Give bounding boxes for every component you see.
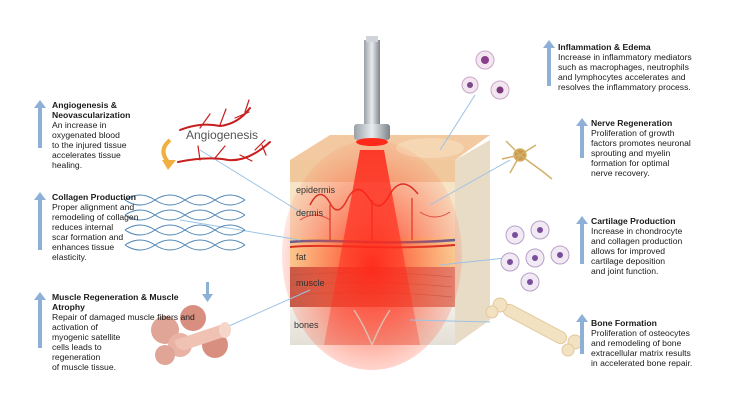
block-nerve: Nerve Regeneration Proliferation of grow… — [591, 118, 741, 178]
block-title: Collagen Production — [52, 192, 137, 202]
block-title: Nerve Regeneration — [591, 118, 673, 128]
block-title: Muscle Regeneration & Muscle Atrophy — [52, 292, 179, 312]
arrow-cartilage — [576, 216, 588, 264]
layer-label-fat: fat — [296, 252, 307, 262]
arrow-inflammation — [543, 40, 555, 86]
arrow-angio — [34, 100, 46, 148]
arrow-nerve — [576, 118, 588, 158]
block-angiogenesis: Angiogenesis & Neovascularization An inc… — [52, 100, 172, 170]
block-bone: Bone Formation Proliferation of osteocyt… — [591, 318, 746, 368]
laser-probe — [364, 40, 380, 132]
block-muscle: Muscle Regeneration & Muscle Atrophy Rep… — [52, 292, 212, 372]
bone-illustration — [485, 297, 583, 357]
block-inflammation: Inflammation & Edema Increase in inflamm… — [558, 42, 743, 92]
nerve-cell — [501, 140, 553, 180]
arrow-muscle — [34, 292, 46, 348]
block-title: Inflammation & Edema — [558, 42, 651, 52]
layer-label-muscle: muscle — [296, 278, 325, 288]
block-title: Cartilage Production — [591, 216, 676, 226]
block-title: Angiogenesis & — [52, 100, 117, 110]
block-title-line2: Neovascularization — [52, 110, 131, 120]
block-title: Bone Formation — [591, 318, 657, 328]
skin-block-side — [455, 140, 490, 345]
vessel-illustration — [177, 99, 271, 163]
arrow-bone — [576, 314, 588, 354]
arrow-collagen — [34, 192, 46, 250]
collagen-illustration — [124, 194, 246, 251]
laser-beam — [324, 150, 420, 345]
muscle-fiber-illustration — [151, 305, 231, 365]
block-cartilage: Cartilage Production Increase in chondro… — [591, 216, 741, 276]
block-collagen: Collagen Production Proper alignment and… — [52, 192, 177, 262]
layer-label-epidermis: epidermis — [296, 185, 336, 195]
angiogenesis-label: Angiogenesis — [186, 128, 259, 142]
arrow-muscle-atrophy-down — [202, 282, 213, 302]
layer-label-dermis: dermis — [296, 208, 324, 218]
layer-label-bones: bones — [294, 320, 319, 330]
inflammatory-cells — [461, 50, 510, 100]
